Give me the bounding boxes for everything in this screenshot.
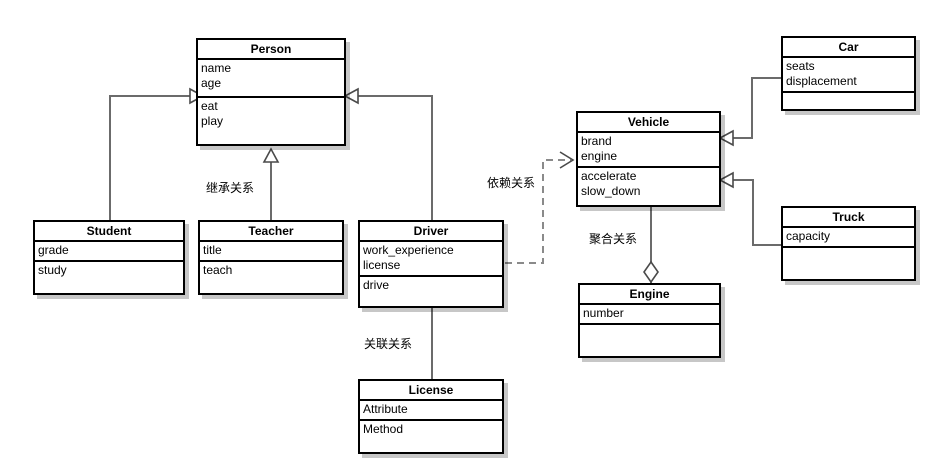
class-operations-teacher: teach (200, 262, 342, 280)
generalization-arrow-driver (343, 87, 359, 105)
class-attributes-car: seats displacement (783, 58, 914, 93)
class-name-person: Person (198, 40, 344, 60)
attribute-item: age (201, 76, 222, 90)
class-box-engine[interactable]: Engine number (578, 283, 721, 358)
class-attributes-engine: number (580, 305, 719, 325)
attribute-item: capacity (786, 229, 831, 243)
class-box-person[interactable]: Person name age eat play (196, 38, 346, 146)
class-name-engine: Engine (580, 285, 719, 305)
class-box-truck[interactable]: Truck capacity (781, 206, 916, 281)
edge-car-vehicle (733, 77, 781, 139)
operation-item: drive (363, 278, 390, 292)
attribute-item: name (201, 61, 232, 75)
class-attributes-driver: work_experience license (360, 242, 502, 277)
operation-item: teach (203, 263, 233, 277)
class-box-car[interactable]: Car seats displacement (781, 36, 916, 111)
attribute-item: engine (581, 149, 618, 163)
class-operations-car (783, 93, 914, 96)
class-name-license: License (360, 381, 502, 401)
operation-item: Method (363, 422, 404, 436)
class-box-vehicle[interactable]: Vehicle brand engine accelerate slow_dow… (576, 111, 721, 207)
generalization-arrow-teacher (262, 147, 280, 163)
class-name-driver: Driver (360, 222, 502, 242)
aggregation-diamond-vehicle-engine (643, 260, 659, 284)
attribute-item: displacement (786, 74, 857, 88)
class-name-car: Car (783, 38, 914, 58)
dependency-arrow-driver-vehicle (559, 151, 575, 169)
class-attributes-vehicle: brand engine (578, 133, 719, 168)
operation-item: play (201, 114, 224, 128)
class-attributes-person: name age (198, 60, 344, 98)
attribute-item: grade (38, 243, 69, 257)
class-operations-student: study (35, 262, 183, 280)
class-attributes-student: grade (35, 242, 183, 262)
class-name-truck: Truck (783, 208, 914, 228)
attribute-item: license (363, 258, 401, 272)
class-box-student[interactable]: Student grade study (33, 220, 185, 295)
relationship-label-dependency: 依赖关系 (487, 176, 536, 190)
relationship-label-aggregation: 聚合关系 (589, 232, 638, 246)
attribute-item: work_experience (363, 243, 454, 257)
operation-item: accelerate (581, 169, 637, 183)
class-box-driver[interactable]: Driver work_experience license drive (358, 220, 504, 308)
attribute-item: seats (786, 59, 815, 73)
class-name-student: Student (35, 222, 183, 242)
class-attributes-truck: capacity (783, 228, 914, 248)
class-attributes-license: Attribute (360, 401, 502, 421)
relationship-label-inheritance: 继承关系 (206, 181, 255, 195)
class-operations-engine (580, 325, 719, 328)
class-name-teacher: Teacher (200, 222, 342, 242)
generalization-arrow-car (718, 129, 734, 147)
operation-item: slow_down (581, 184, 641, 198)
operation-item: eat (201, 99, 218, 113)
class-operations-vehicle: accelerate slow_down (578, 168, 719, 201)
edge-driver-person (358, 95, 433, 222)
class-operations-driver: drive (360, 277, 502, 295)
operation-item: study (38, 263, 67, 277)
attribute-item: Attribute (363, 402, 408, 416)
class-operations-license: Method (360, 421, 502, 439)
class-operations-truck (783, 248, 914, 251)
class-box-license[interactable]: License Attribute Method (358, 379, 504, 454)
class-name-vehicle: Vehicle (578, 113, 719, 133)
generalization-arrow-truck (718, 171, 734, 189)
edge-truck-vehicle (733, 179, 781, 246)
attribute-item: number (583, 306, 624, 320)
edge-student-person (109, 95, 190, 222)
class-attributes-teacher: title (200, 242, 342, 262)
class-operations-person: eat play (198, 98, 344, 131)
class-box-teacher[interactable]: Teacher title teach (198, 220, 344, 295)
attribute-item: title (203, 243, 222, 257)
relationship-label-association: 关联关系 (364, 337, 413, 351)
attribute-item: brand (581, 134, 612, 148)
